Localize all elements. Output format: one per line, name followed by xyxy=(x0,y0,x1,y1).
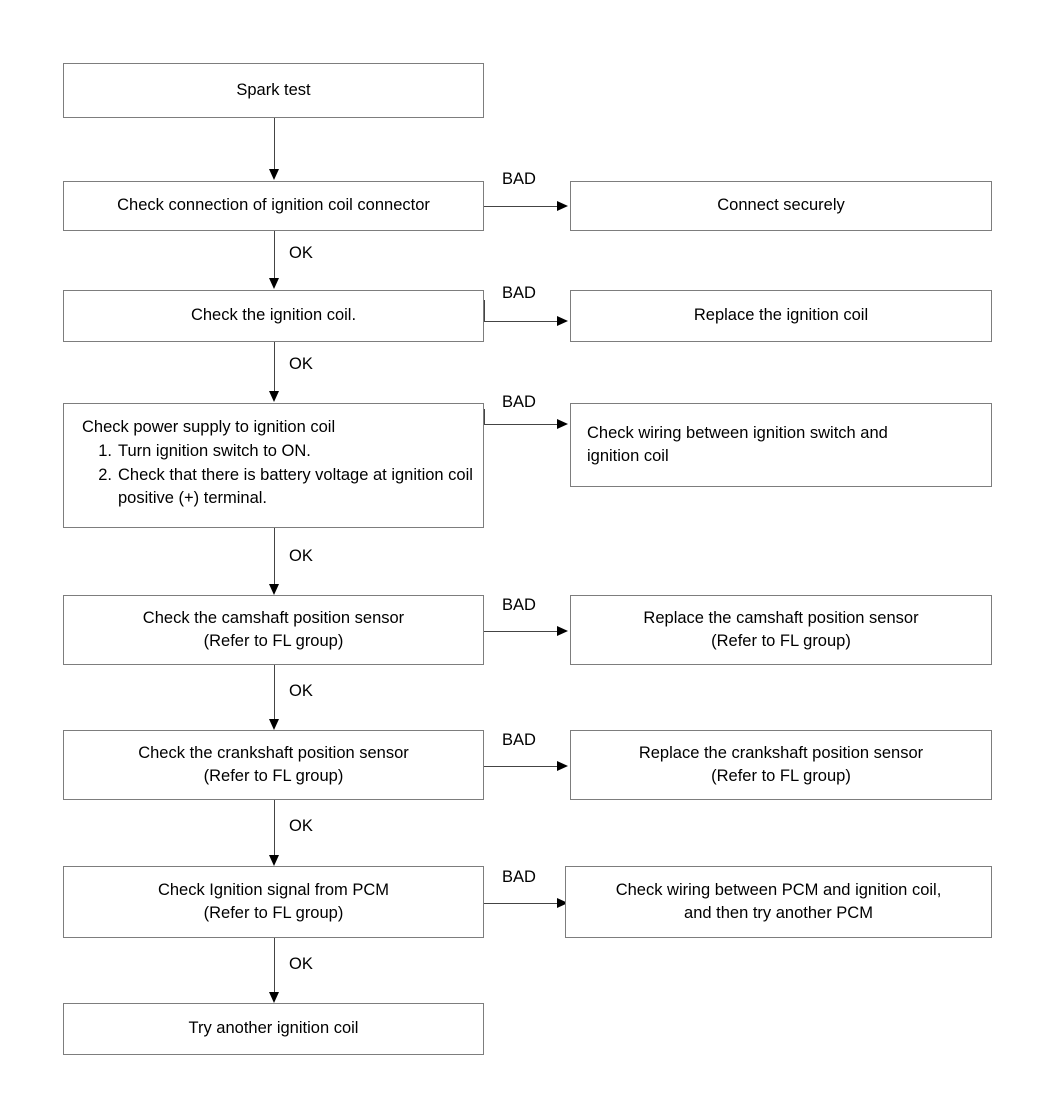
node-replace-crankshaft-position-sensor[interactable]: Replace the crankshaft position sensor (… xyxy=(570,730,992,800)
node-check-power-supply[interactable]: Check power supply to ignition coil Turn… xyxy=(63,403,484,528)
node-check-crankshaft-position-sensor[interactable]: Check the crankshaft position sensor (Re… xyxy=(63,730,484,800)
node-check-ignition-signal-pcm-content: Check Ignition signal from PCM (Refer to… xyxy=(72,879,475,926)
connector-ok-3 xyxy=(274,528,275,585)
node-try-another-ignition-coil[interactable]: Try another ignition coil xyxy=(63,1003,484,1055)
connector-bad-5 xyxy=(484,766,560,767)
arrowhead-bad-3 xyxy=(557,419,568,429)
list-item: Check that there is battery voltage at i… xyxy=(92,464,473,508)
node-check-ignition-signal-pcm[interactable]: Check Ignition signal from PCM (Refer to… xyxy=(63,866,484,938)
node-check-ignition-signal-pcm-line2: (Refer to FL group) xyxy=(203,904,344,922)
connector-ok-2 xyxy=(274,342,275,392)
node-check-coil-connector[interactable]: Check connection of ignition coil connec… xyxy=(63,181,484,231)
node-replace-ignition-coil-label: Replace the ignition coil xyxy=(693,306,869,325)
arrowhead-start-to-check-connector xyxy=(269,169,279,180)
edge-label-ok-2: OK xyxy=(289,355,313,373)
edge-label-ok-4: OK xyxy=(289,682,313,700)
arrowhead-ok-4 xyxy=(269,719,279,730)
edge-label-ok-6: OK xyxy=(289,955,313,973)
node-check-coil-connector-label: Check connection of ignition coil connec… xyxy=(117,196,430,215)
connector-ok-1 xyxy=(274,231,275,279)
connector-bad-2 xyxy=(484,321,560,322)
arrowhead-bad-2 xyxy=(557,316,568,326)
edge-label-ok-5: OK xyxy=(289,817,313,835)
node-check-crankshaft-position-sensor-line2: (Refer to FL group) xyxy=(203,767,344,785)
node-replace-crankshaft-position-sensor-content: Replace the crankshaft position sensor (… xyxy=(579,742,983,789)
node-check-crankshaft-position-sensor-content: Check the crankshaft position sensor (Re… xyxy=(72,742,475,789)
node-check-power-supply-content: Check power supply to ignition coil Turn… xyxy=(82,416,475,511)
list-item: Turn ignition switch to ON. xyxy=(92,440,311,464)
node-check-ignition-signal-pcm-line1: Check Ignition signal from PCM xyxy=(157,880,390,899)
node-replace-camshaft-position-sensor[interactable]: Replace the camshaft position sensor (Re… xyxy=(570,595,992,665)
connector-ok-6 xyxy=(274,938,275,993)
node-replace-camshaft-position-sensor-content: Replace the camshaft position sensor (Re… xyxy=(579,607,983,654)
node-spark-test-label: Spark test xyxy=(236,80,311,99)
node-check-wiring-pcm-line1: Check wiring between PCM and ignition co… xyxy=(615,880,942,899)
node-try-another-ignition-coil-label: Try another ignition coil xyxy=(188,1019,359,1038)
node-check-camshaft-position-sensor-content: Check the camshaft position sensor (Refe… xyxy=(72,607,475,654)
node-check-wiring-pcm-line2: and then try another PCM xyxy=(684,904,873,922)
node-check-wiring-ignition-switch-line1: Check wiring between ignition switch and xyxy=(587,423,888,442)
arrowhead-ok-3 xyxy=(269,584,279,595)
node-check-ignition-coil-label: Check the ignition coil. xyxy=(190,306,357,325)
connector-ok-5 xyxy=(274,800,275,856)
node-replace-ignition-coil[interactable]: Replace the ignition coil xyxy=(570,290,992,342)
connector-bad-2-stub xyxy=(484,300,485,322)
node-check-camshaft-position-sensor[interactable]: Check the camshaft position sensor (Refe… xyxy=(63,595,484,665)
node-check-wiring-ignition-switch-line2: ignition coil xyxy=(587,447,669,465)
arrowhead-ok-5 xyxy=(269,855,279,866)
node-check-wiring-pcm[interactable]: Check wiring between PCM and ignition co… xyxy=(565,866,992,938)
arrowhead-bad-5 xyxy=(557,761,568,771)
edge-label-bad-2: BAD xyxy=(502,284,536,302)
node-check-ignition-coil[interactable]: Check the ignition coil. xyxy=(63,290,484,342)
connector-bad-4 xyxy=(484,631,560,632)
node-spark-test[interactable]: Spark test xyxy=(63,63,484,118)
node-connect-securely[interactable]: Connect securely xyxy=(570,181,992,231)
connector-start-to-check-connector xyxy=(274,118,275,170)
node-replace-crankshaft-position-sensor-line2: (Refer to FL group) xyxy=(711,767,851,785)
connector-bad-1 xyxy=(484,206,560,207)
node-check-wiring-ignition-switch-content: Check wiring between ignition switch and… xyxy=(587,422,888,469)
connector-bad-3 xyxy=(484,424,560,425)
node-check-camshaft-position-sensor-line1: Check the camshaft position sensor xyxy=(142,608,405,627)
node-check-crankshaft-position-sensor-line1: Check the crankshaft position sensor xyxy=(138,743,409,762)
arrowhead-bad-1 xyxy=(557,201,568,211)
arrowhead-bad-4 xyxy=(557,626,568,636)
edge-label-bad-5: BAD xyxy=(502,731,536,749)
node-check-camshaft-position-sensor-line2: (Refer to FL group) xyxy=(203,632,344,650)
connector-bad-6 xyxy=(484,903,560,904)
arrowhead-ok-2 xyxy=(269,391,279,402)
connector-bad-3-stub xyxy=(484,409,485,425)
node-check-wiring-pcm-content: Check wiring between PCM and ignition co… xyxy=(574,879,983,926)
edge-label-bad-1: BAD xyxy=(502,170,536,188)
node-replace-camshaft-position-sensor-line2: (Refer to FL group) xyxy=(711,632,851,650)
edge-label-ok-3: OK xyxy=(289,547,313,565)
node-replace-crankshaft-position-sensor-line1: Replace the crankshaft position sensor xyxy=(638,743,924,762)
arrowhead-ok-1 xyxy=(269,278,279,289)
edge-label-ok-1: OK xyxy=(289,244,313,262)
arrowhead-bad-6 xyxy=(557,898,568,908)
connector-ok-4 xyxy=(274,665,275,720)
edge-label-bad-4: BAD xyxy=(502,596,536,614)
node-connect-securely-label: Connect securely xyxy=(717,196,845,215)
edge-label-bad-6: BAD xyxy=(502,868,536,886)
node-check-wiring-ignition-switch[interactable]: Check wiring between ignition switch and… xyxy=(570,403,992,487)
edge-label-bad-3: BAD xyxy=(502,393,536,411)
node-check-power-supply-heading: Check power supply to ignition coil xyxy=(82,418,336,436)
node-replace-camshaft-position-sensor-line1: Replace the camshaft position sensor xyxy=(643,608,919,627)
power-supply-step-list: Turn ignition switch to ON. Check that t… xyxy=(82,440,475,510)
arrowhead-ok-6 xyxy=(269,992,279,1003)
